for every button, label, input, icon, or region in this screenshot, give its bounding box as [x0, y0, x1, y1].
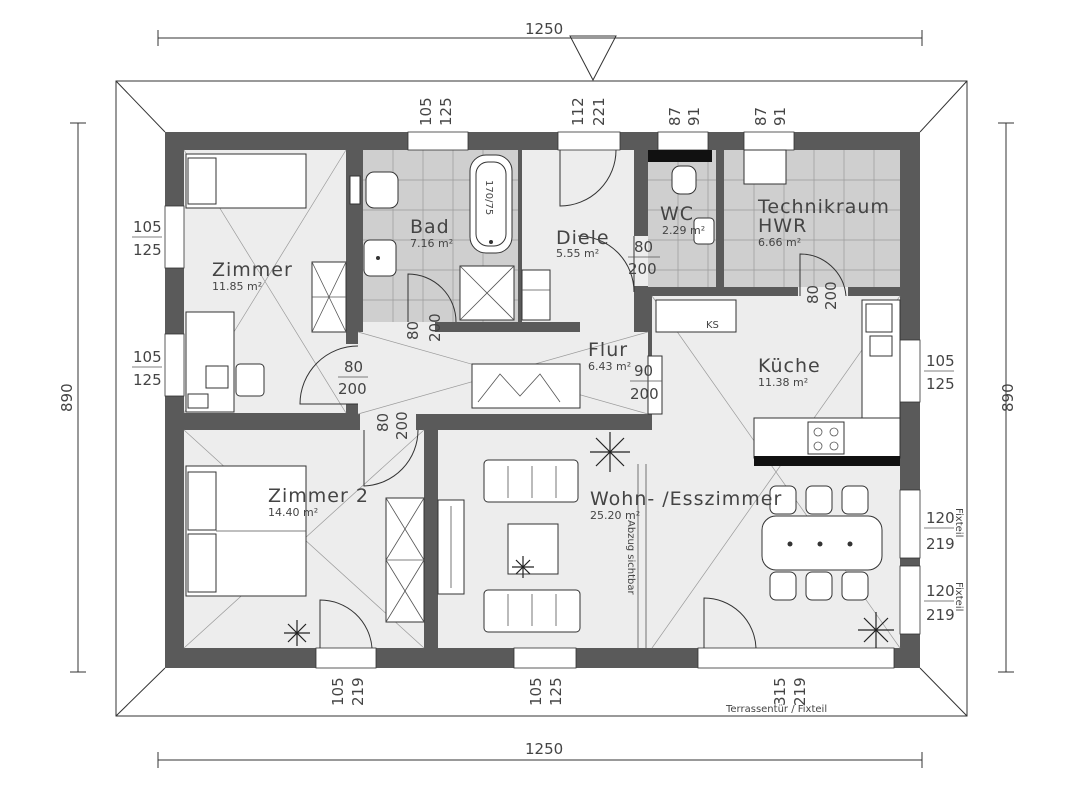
svg-text:112: 112: [569, 97, 587, 126]
svg-text:105: 105: [133, 348, 162, 366]
svg-text:221: 221: [590, 97, 608, 126]
annotations: 170/75 Fixteil Fixteil Terrassentür / Fi…: [483, 180, 964, 715]
furniture-wc: [671, 165, 715, 245]
door-swings: [299, 149, 847, 649]
roof-outline: [115, 80, 968, 717]
furniture-kueche: [655, 299, 901, 466]
room-name-technik: Technikraum: [757, 196, 890, 218]
plant-icon: [858, 612, 894, 648]
room-area-diele: 5.55 m²: [556, 247, 599, 260]
room-area-zimmer2: 14.40 m²: [268, 506, 318, 519]
furniture-bad: [349, 154, 515, 321]
room-name-wc: WC: [660, 203, 694, 225]
windows: [164, 131, 921, 669]
furniture-zimmer: [185, 153, 347, 413]
svg-text:90: 90: [634, 362, 653, 380]
fixteil-label: Fixteil: [953, 582, 964, 611]
svg-text:219: 219: [349, 677, 367, 706]
ks-label: KS: [706, 320, 719, 331]
room-name-zimmer: Zimmer: [212, 259, 293, 281]
room-name-technik-hwr: HWR: [758, 215, 807, 237]
svg-text:200: 200: [426, 313, 444, 342]
bathtub-label: 170/75: [483, 180, 494, 215]
svg-text:125: 125: [437, 97, 455, 126]
svg-text:105: 105: [926, 352, 955, 370]
room-area-zimmer: 11.85 m²: [212, 280, 262, 293]
svg-text:87: 87: [752, 107, 770, 126]
svg-text:80: 80: [404, 321, 422, 340]
furniture-technik: [743, 149, 787, 185]
terrassentuer-label: Terrassentür / Fixteil: [725, 704, 827, 715]
furniture-zimmer2: [185, 465, 425, 623]
dimension-bottom: 1250: [157, 740, 923, 768]
plant-icon: [590, 432, 630, 472]
svg-text:125: 125: [547, 677, 565, 706]
svg-text:91: 91: [685, 107, 703, 126]
dimension-right-label: 890: [999, 383, 1017, 412]
room-name-kueche: Küche: [758, 355, 821, 377]
room-name-diele: Diele: [556, 227, 610, 249]
svg-text:80: 80: [344, 358, 363, 376]
svg-text:200: 200: [822, 281, 840, 310]
room-labels: Zimmer 11.85 m² Bad 7.16 m² Diele 5.55 m…: [212, 196, 890, 522]
svg-text:219: 219: [791, 677, 809, 706]
svg-text:80: 80: [374, 413, 392, 432]
room-name-flur: Flur: [588, 339, 628, 361]
svg-text:105: 105: [329, 677, 347, 706]
door-dimensions: 80 200 80 200 80 200 80 200 90 200 80 20…: [338, 238, 840, 440]
room-area-wc: 2.29 m²: [662, 224, 705, 237]
dimension-right: 890: [998, 122, 1017, 673]
furniture-wohn: [437, 459, 883, 648]
room-area-flur: 6.43 m²: [588, 360, 631, 373]
svg-text:200: 200: [338, 380, 367, 398]
door-gaps: [346, 236, 848, 430]
fixteil-label: Fixteil: [953, 508, 964, 537]
svg-text:87: 87: [666, 107, 684, 126]
dimension-top: 1250: [157, 20, 923, 82]
svg-text:315: 315: [771, 677, 789, 706]
plant-icon: [512, 556, 534, 578]
room-name-zimmer2: Zimmer 2: [268, 485, 369, 507]
svg-text:80: 80: [804, 285, 822, 304]
svg-text:200: 200: [393, 411, 411, 440]
svg-text:91: 91: [771, 107, 789, 126]
abzug-label: Abzug sichtbar: [625, 520, 636, 596]
svg-text:120: 120: [926, 509, 955, 527]
dimension-bottom-label: 1250: [525, 740, 563, 758]
svg-text:105: 105: [527, 677, 545, 706]
opening-dimensions: 105 125 112 221 87 91 87 91 105 125 105 …: [132, 97, 955, 706]
svg-text:80: 80: [634, 238, 653, 256]
room-name-bad: Bad: [410, 216, 450, 238]
svg-text:120: 120: [926, 582, 955, 600]
svg-text:125: 125: [133, 241, 162, 259]
furniture-flur: [471, 355, 663, 415]
svg-text:219: 219: [926, 606, 955, 624]
room-area-kueche: 11.38 m²: [758, 376, 808, 389]
svg-text:125: 125: [133, 371, 162, 389]
room-name-wohn: Wohn- /Esszimmer: [590, 488, 782, 510]
room-area-bad: 7.16 m²: [410, 237, 453, 250]
svg-text:219: 219: [926, 535, 955, 553]
svg-text:200: 200: [630, 385, 659, 403]
dimension-top-label: 1250: [525, 20, 563, 38]
furniture-diele: [521, 269, 551, 321]
room-area-wohn: 25.20 m²: [590, 509, 640, 522]
plant-icon: [284, 620, 310, 646]
svg-text:125: 125: [926, 375, 955, 393]
wc-cabinet: [648, 150, 712, 162]
svg-text:105: 105: [133, 218, 162, 236]
dimension-left: 890: [58, 122, 86, 673]
room-area-technik: 6.66 m²: [758, 236, 801, 249]
svg-text:105: 105: [417, 97, 435, 126]
plant-icons: [284, 432, 894, 648]
dimension-left-label: 890: [58, 383, 76, 412]
svg-text:200: 200: [628, 260, 657, 278]
